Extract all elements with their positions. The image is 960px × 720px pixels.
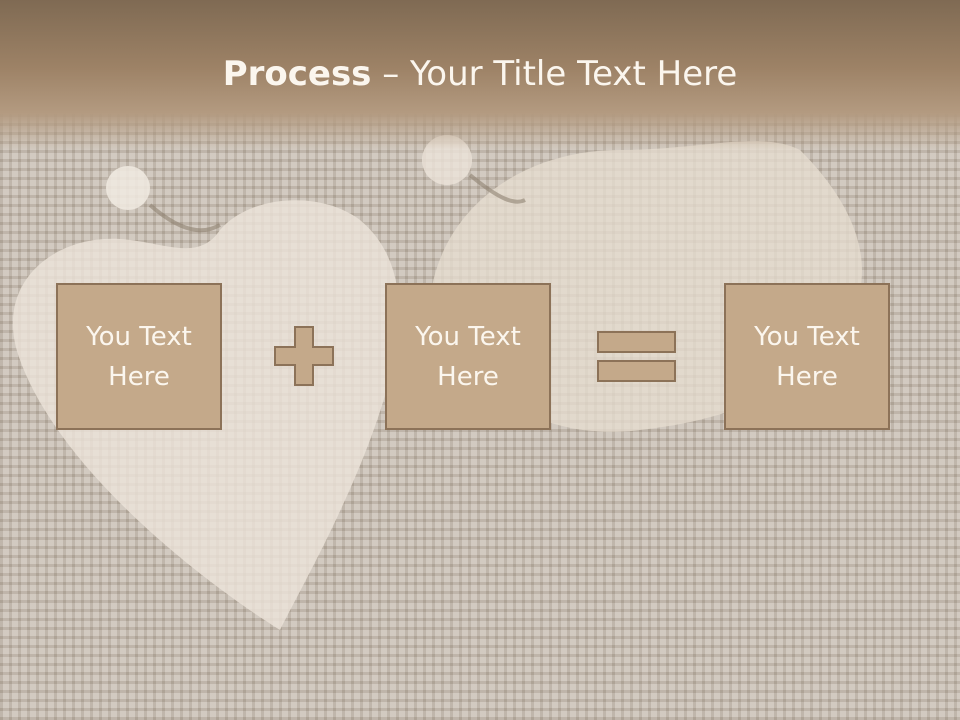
plus-icon	[274, 326, 334, 386]
title-rest: – Your Title Text Here	[371, 54, 738, 94]
equals-icon	[597, 331, 676, 382]
title-bold: Process	[222, 54, 372, 94]
process-box-1-text: You Text Here	[86, 321, 192, 392]
process-box-2[interactable]: You Text Here	[385, 283, 551, 430]
left-peg	[106, 166, 150, 210]
slide-title[interactable]: Process – Your Title Text Here	[0, 52, 960, 96]
process-box-2-text: You Text Here	[415, 321, 521, 392]
cord-right	[468, 173, 526, 204]
process-box-1[interactable]: You Text Here	[56, 283, 222, 430]
cord	[148, 203, 221, 233]
process-box-3[interactable]: You Text Here	[724, 283, 890, 430]
title-bar	[0, 0, 960, 150]
process-box-3-text: You Text Here	[754, 321, 860, 392]
